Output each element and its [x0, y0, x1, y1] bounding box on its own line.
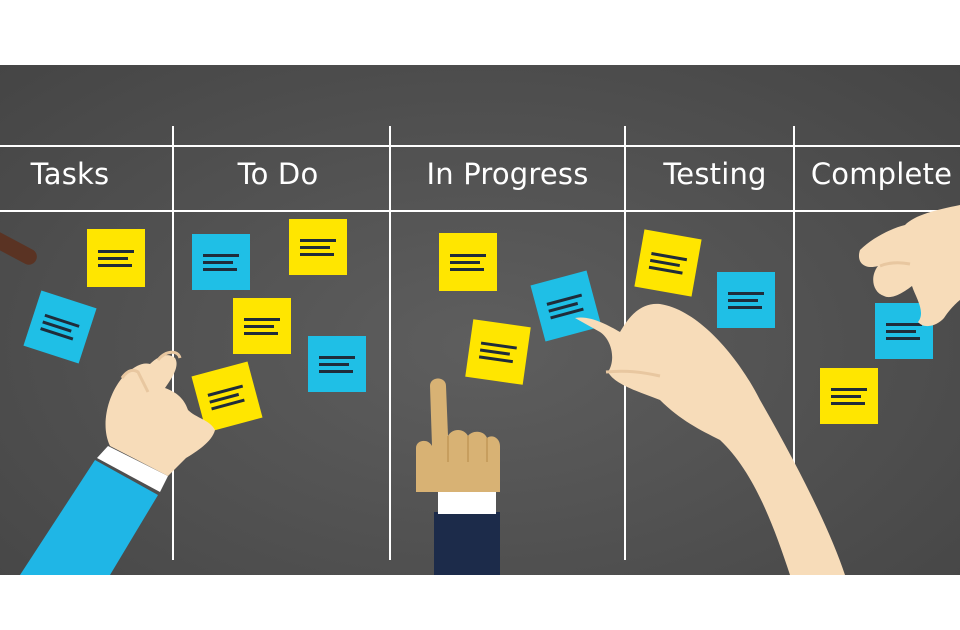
sticky-note-yellow	[87, 229, 145, 287]
column-title-complete: Complete	[810, 157, 953, 191]
sticky-note-yellow	[233, 298, 291, 354]
column-title-tasks: Tasks	[30, 157, 110, 191]
marker-icon	[0, 223, 37, 265]
sticky-note-blue	[192, 234, 250, 290]
sticky-note-blue	[717, 272, 775, 328]
pointing-hand-icon	[416, 378, 500, 575]
sticky-note-yellow	[191, 361, 263, 433]
sticky-note-blue	[530, 270, 602, 342]
sticky-note-yellow	[634, 229, 702, 297]
column-title-testing: Testing	[663, 157, 767, 191]
sticky-note-yellow	[820, 368, 878, 424]
sticky-note-yellow	[439, 233, 497, 291]
touching-hand-icon	[575, 303, 845, 575]
sticky-note-yellow	[465, 319, 531, 385]
grabbing-hand-icon	[858, 205, 960, 327]
column-title-todo: To Do	[237, 157, 319, 191]
sticky-note-yellow	[289, 219, 347, 275]
pinching-hand-icon	[20, 350, 215, 575]
sticky-note-blue	[23, 290, 97, 364]
sticky-note-blue	[308, 336, 366, 392]
column-title-in-progress: In Progress	[426, 157, 589, 191]
